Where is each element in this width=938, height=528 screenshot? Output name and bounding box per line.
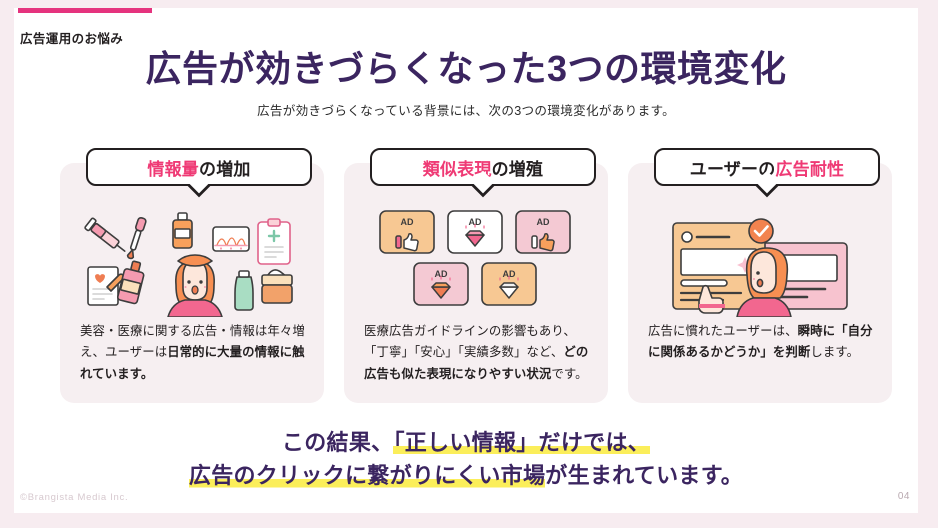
card-heading-bubble-2: 類似表現の増殖 [370, 148, 596, 198]
illustration-cosmetics-overload [60, 205, 324, 323]
conclusion-line2-highlight: 広告のクリックに繋がりにくい市場 [188, 463, 546, 489]
svg-text:AD: AD [469, 217, 482, 227]
card-heading-dark: ユーザーの [689, 159, 776, 179]
card-heading-dark: の増殖 [491, 159, 544, 179]
svg-text:AD: AD [401, 217, 414, 227]
svg-text:AD: AD [537, 217, 550, 227]
illustration-ad-cards-grid: AD AD AD AD AD [344, 205, 608, 323]
svg-text:AD: AD [503, 269, 516, 279]
copyright-label: ©Brangista Media Inc. [20, 492, 129, 503]
card-body-text: 美容・医療に関する広告・情報は年々増え、ユーザーは日常的に大量の情報に触れていま… [80, 321, 308, 385]
conclusion-line1-pre: この結果、 [281, 430, 394, 455]
top-accent-bar [18, 8, 152, 13]
card-body-bold: 瞬時に「自分に関係あるかどうか」を判断 [648, 324, 873, 360]
conclusion-line1-highlight: 「正しい情報」 [393, 430, 539, 455]
card-similar-expressions: AD AD AD AD AD [344, 163, 608, 403]
card-information-volume: 美容・医療に関する広告・情報は年々増え、ユーザーは日常的に大量の情報に触れていま… [60, 163, 324, 403]
card-body-bold: 日常的に大量の情報に触れています。 [80, 345, 305, 381]
card-body-plain-1: 広告に慣れたユーザーは、 [648, 324, 798, 338]
illustration-user-evaluating-ads [628, 205, 892, 323]
slide-canvas: 広告運用のお悩み 広告が効きづらくなった3つの環境変化 広告が効きづらくなってい… [14, 8, 918, 513]
card-heading-bubble-1: 情報量の増加 [86, 148, 312, 198]
card-ad-resistance: 広告に慣れたユーザーは、瞬時に「自分に関係あるかどうか」を判断します。 [628, 163, 892, 403]
svg-text:AD: AD [435, 269, 448, 279]
card-body-plain-1: 美容・医療に関する広告・情報は年々増え、ユーザーは [80, 324, 305, 360]
card-heading-dark: の増加 [199, 159, 251, 179]
page-title: 広告が効きづらくなった3つの環境変化 [145, 48, 787, 89]
conclusion-text: この結果、「正しい情報」だけでは、 広告のクリックに繋がりにくい市場が生まれてい… [14, 426, 918, 493]
page-subtitle: 広告が効きづらくなっている背景には、次の3つの環境変化があります。 [256, 104, 675, 118]
card-body-bold: どの広告も似た表現になりやすい状況 [364, 345, 589, 381]
conclusion-line-2: 広告のクリックに繋がりにくい市場が生まれています。 [14, 459, 918, 492]
eyebrow-label: 広告運用のお悩み [20, 32, 124, 46]
conclusion-line-1: この結果、「正しい情報」だけでは、 [14, 426, 918, 459]
card-heading-bubble-3: ユーザーの広告耐性 [654, 148, 880, 198]
page-number: 04 [897, 491, 910, 502]
card-body-plain-2: です。 [551, 366, 588, 381]
card-heading-pink: 情報量 [147, 159, 199, 179]
card-heading-pink: 類似表現 [422, 159, 492, 179]
card-body-plain-1: 医療広告ガイドラインの影響もあり、「丁寧」「安心」「実績多数」など、 [364, 324, 576, 360]
card-body-plain-2: します。 [810, 345, 860, 360]
card-body-text: 広告に慣れたユーザーは、瞬時に「自分に関係あるかどうか」を判断します。 [648, 321, 876, 364]
card-body-text: 医療広告ガイドラインの影響もあり、「丁寧」「安心」「実績多数」など、どの広告も似… [364, 321, 592, 385]
conclusion-line2-post: が生まれています。 [545, 463, 744, 489]
conclusion-line1-post: だけでは、 [538, 430, 651, 455]
card-heading-pink: 広告耐性 [775, 159, 845, 179]
